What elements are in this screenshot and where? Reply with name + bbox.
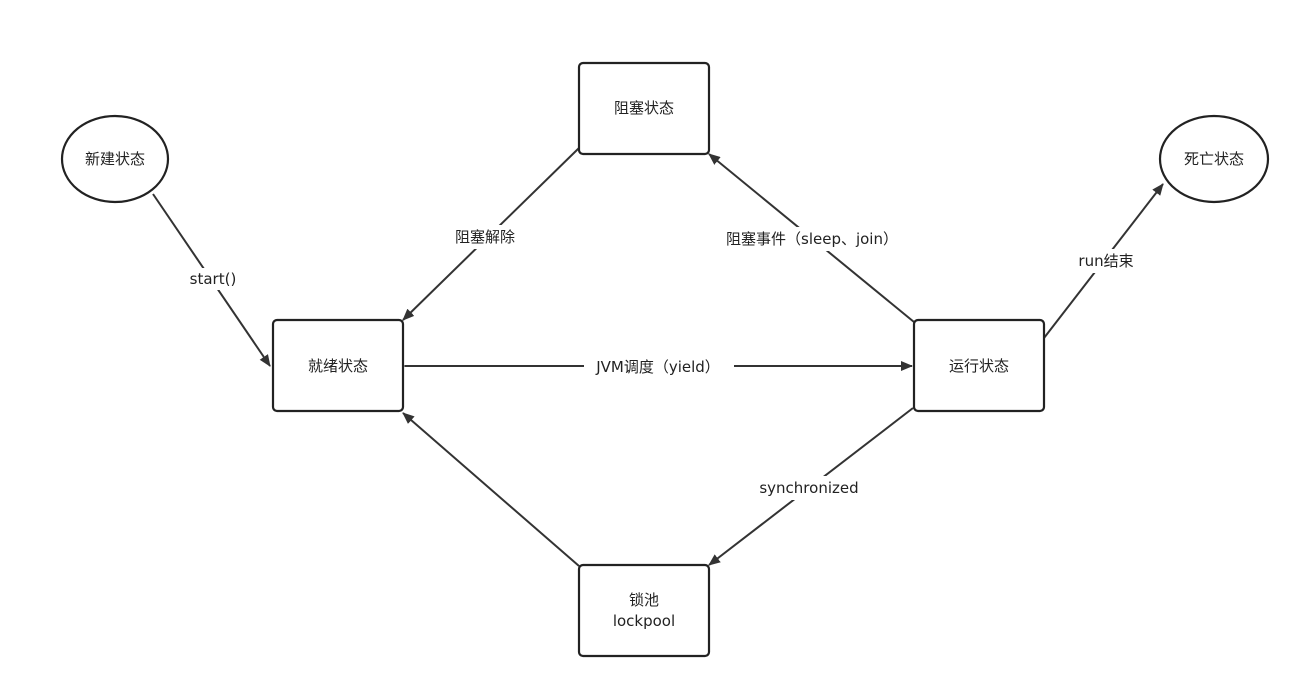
node-dead-state: 死亡状态 (1158, 114, 1270, 204)
node-ready-state-label: 就绪状态 (308, 357, 368, 375)
node-running-state: 运行状态 (912, 318, 1046, 413)
edge-labels: start() 阻塞解除 阻塞事件（sleep、join） run结束 JVM调… (183, 225, 1142, 500)
node-new-state: 新建状态 (60, 114, 170, 204)
edge-label-start: start() (190, 270, 237, 288)
edge-lockpool-to-ready (402, 412, 580, 567)
node-new-state-label: 新建状态 (85, 150, 145, 168)
edge-label-unblock: 阻塞解除 (455, 228, 515, 246)
node-blocked-state: 阻塞状态 (577, 61, 711, 156)
edge-label-block-event: 阻塞事件（sleep、join） (726, 230, 898, 248)
node-running-state-label: 运行状态 (949, 357, 1009, 375)
edge-label-jvm-schedule: JVM调度（yield） (595, 358, 720, 376)
edge-label-run-end: run结束 (1078, 252, 1133, 270)
node-ready-state: 就绪状态 (271, 318, 405, 413)
node-blocked-state-label: 阻塞状态 (614, 99, 674, 117)
node-lock-pool-label-line2: lockpool (613, 612, 675, 630)
node-lock-pool: 锁池 lockpool (577, 563, 711, 658)
node-dead-state-label: 死亡状态 (1184, 150, 1244, 168)
node-lock-pool-label-line1: 锁池 (629, 591, 659, 609)
edge-label-synchronized: synchronized (759, 479, 858, 497)
